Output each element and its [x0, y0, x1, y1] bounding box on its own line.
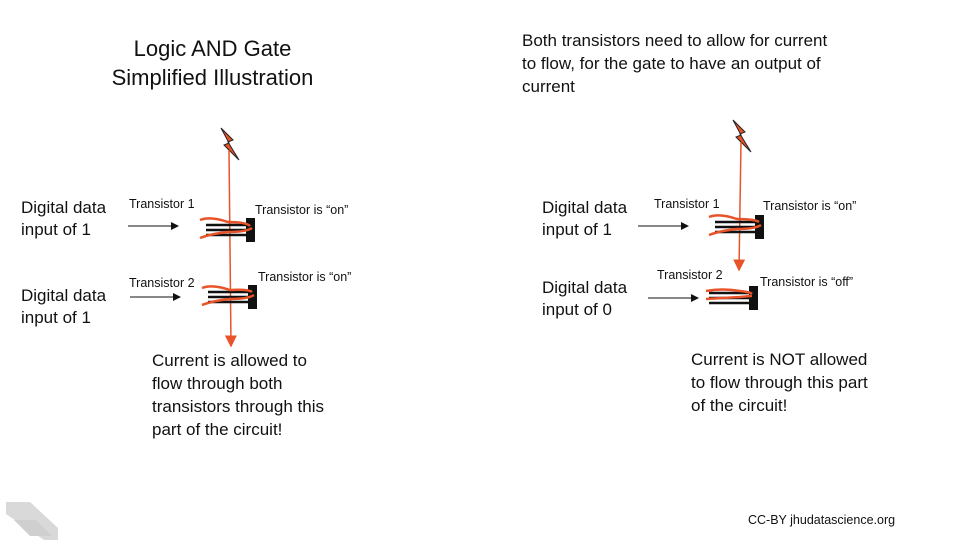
left-input-2-line-2: input of 1 [21, 308, 91, 327]
right-input-2-line-1: Digital data [542, 278, 628, 297]
right-lightning-bolt-icon [732, 119, 752, 153]
left-transistor-1-state: Transistor is “on” [255, 203, 349, 217]
left-title-line-1: Logic AND Gate [133, 36, 292, 61]
left-transistor-1-icon [199, 217, 255, 242]
right-note: Both transistors need to allow for curre… [522, 31, 828, 96]
right-input-1-line-1: Digital data [542, 198, 628, 217]
left-transistor-2-label: Transistor 2 [129, 276, 195, 290]
left-input-2-label: Digital data input of 1 [21, 285, 106, 329]
left-input-1-line-1: Digital data [21, 198, 107, 217]
right-transistor-2-label: Transistor 2 [657, 268, 723, 282]
logo-icon [6, 502, 58, 540]
right-current-line [733, 141, 746, 272]
right-transistor-1-label: Transistor 1 [654, 197, 720, 211]
left-input-2-line-1: Digital data [21, 286, 107, 305]
right-input-1-label: Digital data input of 1 [542, 197, 627, 241]
left-title-line-2: Simplified Illustration [111, 65, 314, 90]
left-current-line [224, 149, 237, 348]
right-caption: Current is NOT allowed to flow through t… [691, 350, 868, 415]
credit-text: CC-BY jhudatascience.org [748, 513, 896, 527]
right-transistor-1-state: Transistor is “on” [763, 199, 857, 213]
right-input-2-label: Digital data input of 0 [542, 277, 627, 321]
left-lightning-bolt-icon [220, 127, 240, 161]
left-caption: Current is allowed to flow through both … [152, 351, 324, 439]
right-transistor-2-state: Transistor is “off” [760, 275, 854, 289]
right-transistor-2-icon [705, 286, 758, 310]
left-transistor-2-state: Transistor is “on” [258, 270, 352, 284]
left-transistor-1-label: Transistor 1 [129, 197, 195, 211]
left-input-1-line-2: input of 1 [21, 220, 91, 239]
left-transistor-2-icon [201, 285, 257, 309]
left-input-1-label: Digital data input of 1 [21, 197, 106, 241]
right-transistor-1-icon [708, 214, 764, 239]
right-input-2-line-2: input of 0 [542, 300, 612, 319]
right-input-1-line-2: input of 1 [542, 220, 612, 239]
left-title: Logic AND Gate Simplified Illustration [60, 34, 365, 92]
